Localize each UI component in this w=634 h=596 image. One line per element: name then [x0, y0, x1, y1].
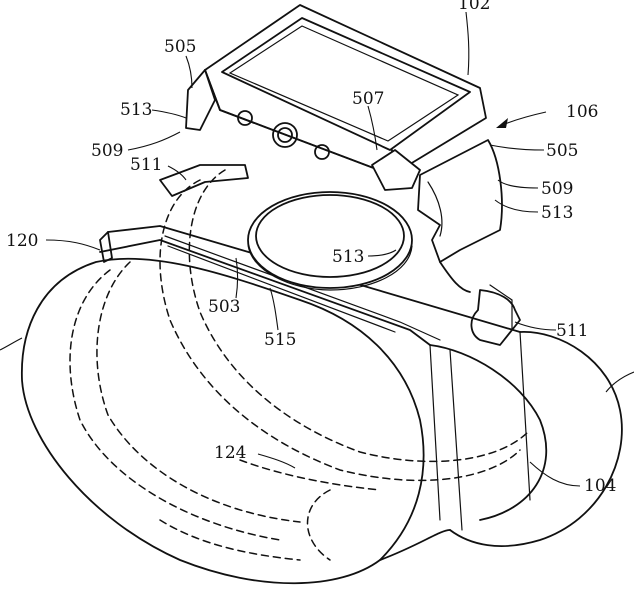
left-notch	[159, 164, 249, 197]
hidden-band-6	[306, 489, 331, 561]
hidden-band-1	[69, 269, 281, 541]
lead-511a	[167, 165, 187, 181]
right-lug	[371, 149, 421, 191]
band-strap	[417, 139, 503, 263]
lead-505b	[489, 144, 545, 151]
housing-body	[21, 164, 623, 585]
lead-503	[235, 257, 239, 299]
channel-edge-2	[167, 245, 396, 333]
watch-body	[204, 4, 487, 176]
channel-edge	[164, 235, 441, 341]
side-button-2	[314, 144, 330, 160]
label-511-right: 511	[556, 321, 588, 341]
lead-515	[269, 287, 279, 331]
lead-513b	[494, 199, 539, 213]
label-505-top: 505	[164, 37, 196, 57]
label-515: 515	[264, 330, 296, 350]
lead-left-edge	[0, 337, 23, 351]
housing-front-face	[21, 257, 425, 585]
lead-509a	[127, 131, 181, 151]
label-507: 507	[352, 89, 384, 109]
housing-right-inner	[429, 344, 548, 521]
lead-right-edge	[605, 371, 634, 393]
watch-screen-inner	[228, 25, 460, 142]
hidden-band-5	[239, 459, 381, 491]
side-button-1	[237, 110, 253, 126]
housing-bottom-sweep	[379, 529, 451, 561]
right-notch	[470, 289, 521, 346]
watch-band	[417, 139, 503, 293]
leader-lines	[0, 11, 634, 487]
charging-puck	[247, 191, 413, 291]
lead-102	[465, 11, 470, 76]
right-facet-2	[449, 349, 463, 531]
smart-watch	[185, 4, 487, 191]
right-facet-1	[429, 344, 441, 521]
hidden-band-3	[159, 179, 521, 482]
puck-outer-ring	[247, 191, 413, 289]
label-106: 106	[566, 102, 598, 122]
puck-base	[247, 243, 413, 291]
lead-513c	[367, 249, 397, 257]
side-strip	[99, 231, 113, 263]
lead-505a	[185, 55, 193, 89]
charging-sensor	[272, 122, 298, 148]
lead-124	[257, 453, 296, 469]
label-120: 120	[6, 231, 38, 251]
label-104: 104	[584, 476, 616, 496]
label-509-left: 509	[91, 141, 123, 161]
lead-509b	[497, 179, 539, 189]
label-511-left: 511	[130, 155, 162, 175]
left-lug	[185, 69, 216, 131]
label-513-center: 513	[332, 247, 364, 267]
label-503: 503	[208, 297, 240, 317]
housing-top-edge-inner	[99, 239, 431, 346]
lead-120	[45, 239, 101, 251]
arrowhead-106	[496, 118, 508, 128]
lead-507	[367, 105, 378, 151]
label-509-right: 509	[541, 179, 573, 199]
hidden-band-2	[96, 261, 301, 523]
label-102: 102	[458, 0, 490, 14]
label-513-right: 513	[541, 203, 573, 223]
housing-right-end	[449, 331, 623, 547]
puck-inner-ring	[255, 194, 405, 278]
band-lower-strap	[439, 261, 471, 293]
watch-screen	[221, 17, 471, 151]
label-124: 124	[214, 443, 246, 463]
right-notch-inner	[489, 284, 513, 331]
band-strap-edge	[427, 181, 443, 237]
lead-513a	[151, 109, 187, 119]
label-505-right: 505	[546, 141, 578, 161]
housing-top-edge	[107, 225, 521, 333]
lead-104	[529, 461, 581, 487]
charging-sensor-inner	[277, 127, 293, 143]
label-513-left: 513	[120, 100, 152, 120]
reference-numerals: 102 505 513 509 511 507 106 505 509 513 …	[6, 0, 616, 496]
lead-511b	[514, 321, 557, 331]
hidden-band-7	[159, 519, 301, 561]
right-facet-3	[519, 331, 531, 501]
